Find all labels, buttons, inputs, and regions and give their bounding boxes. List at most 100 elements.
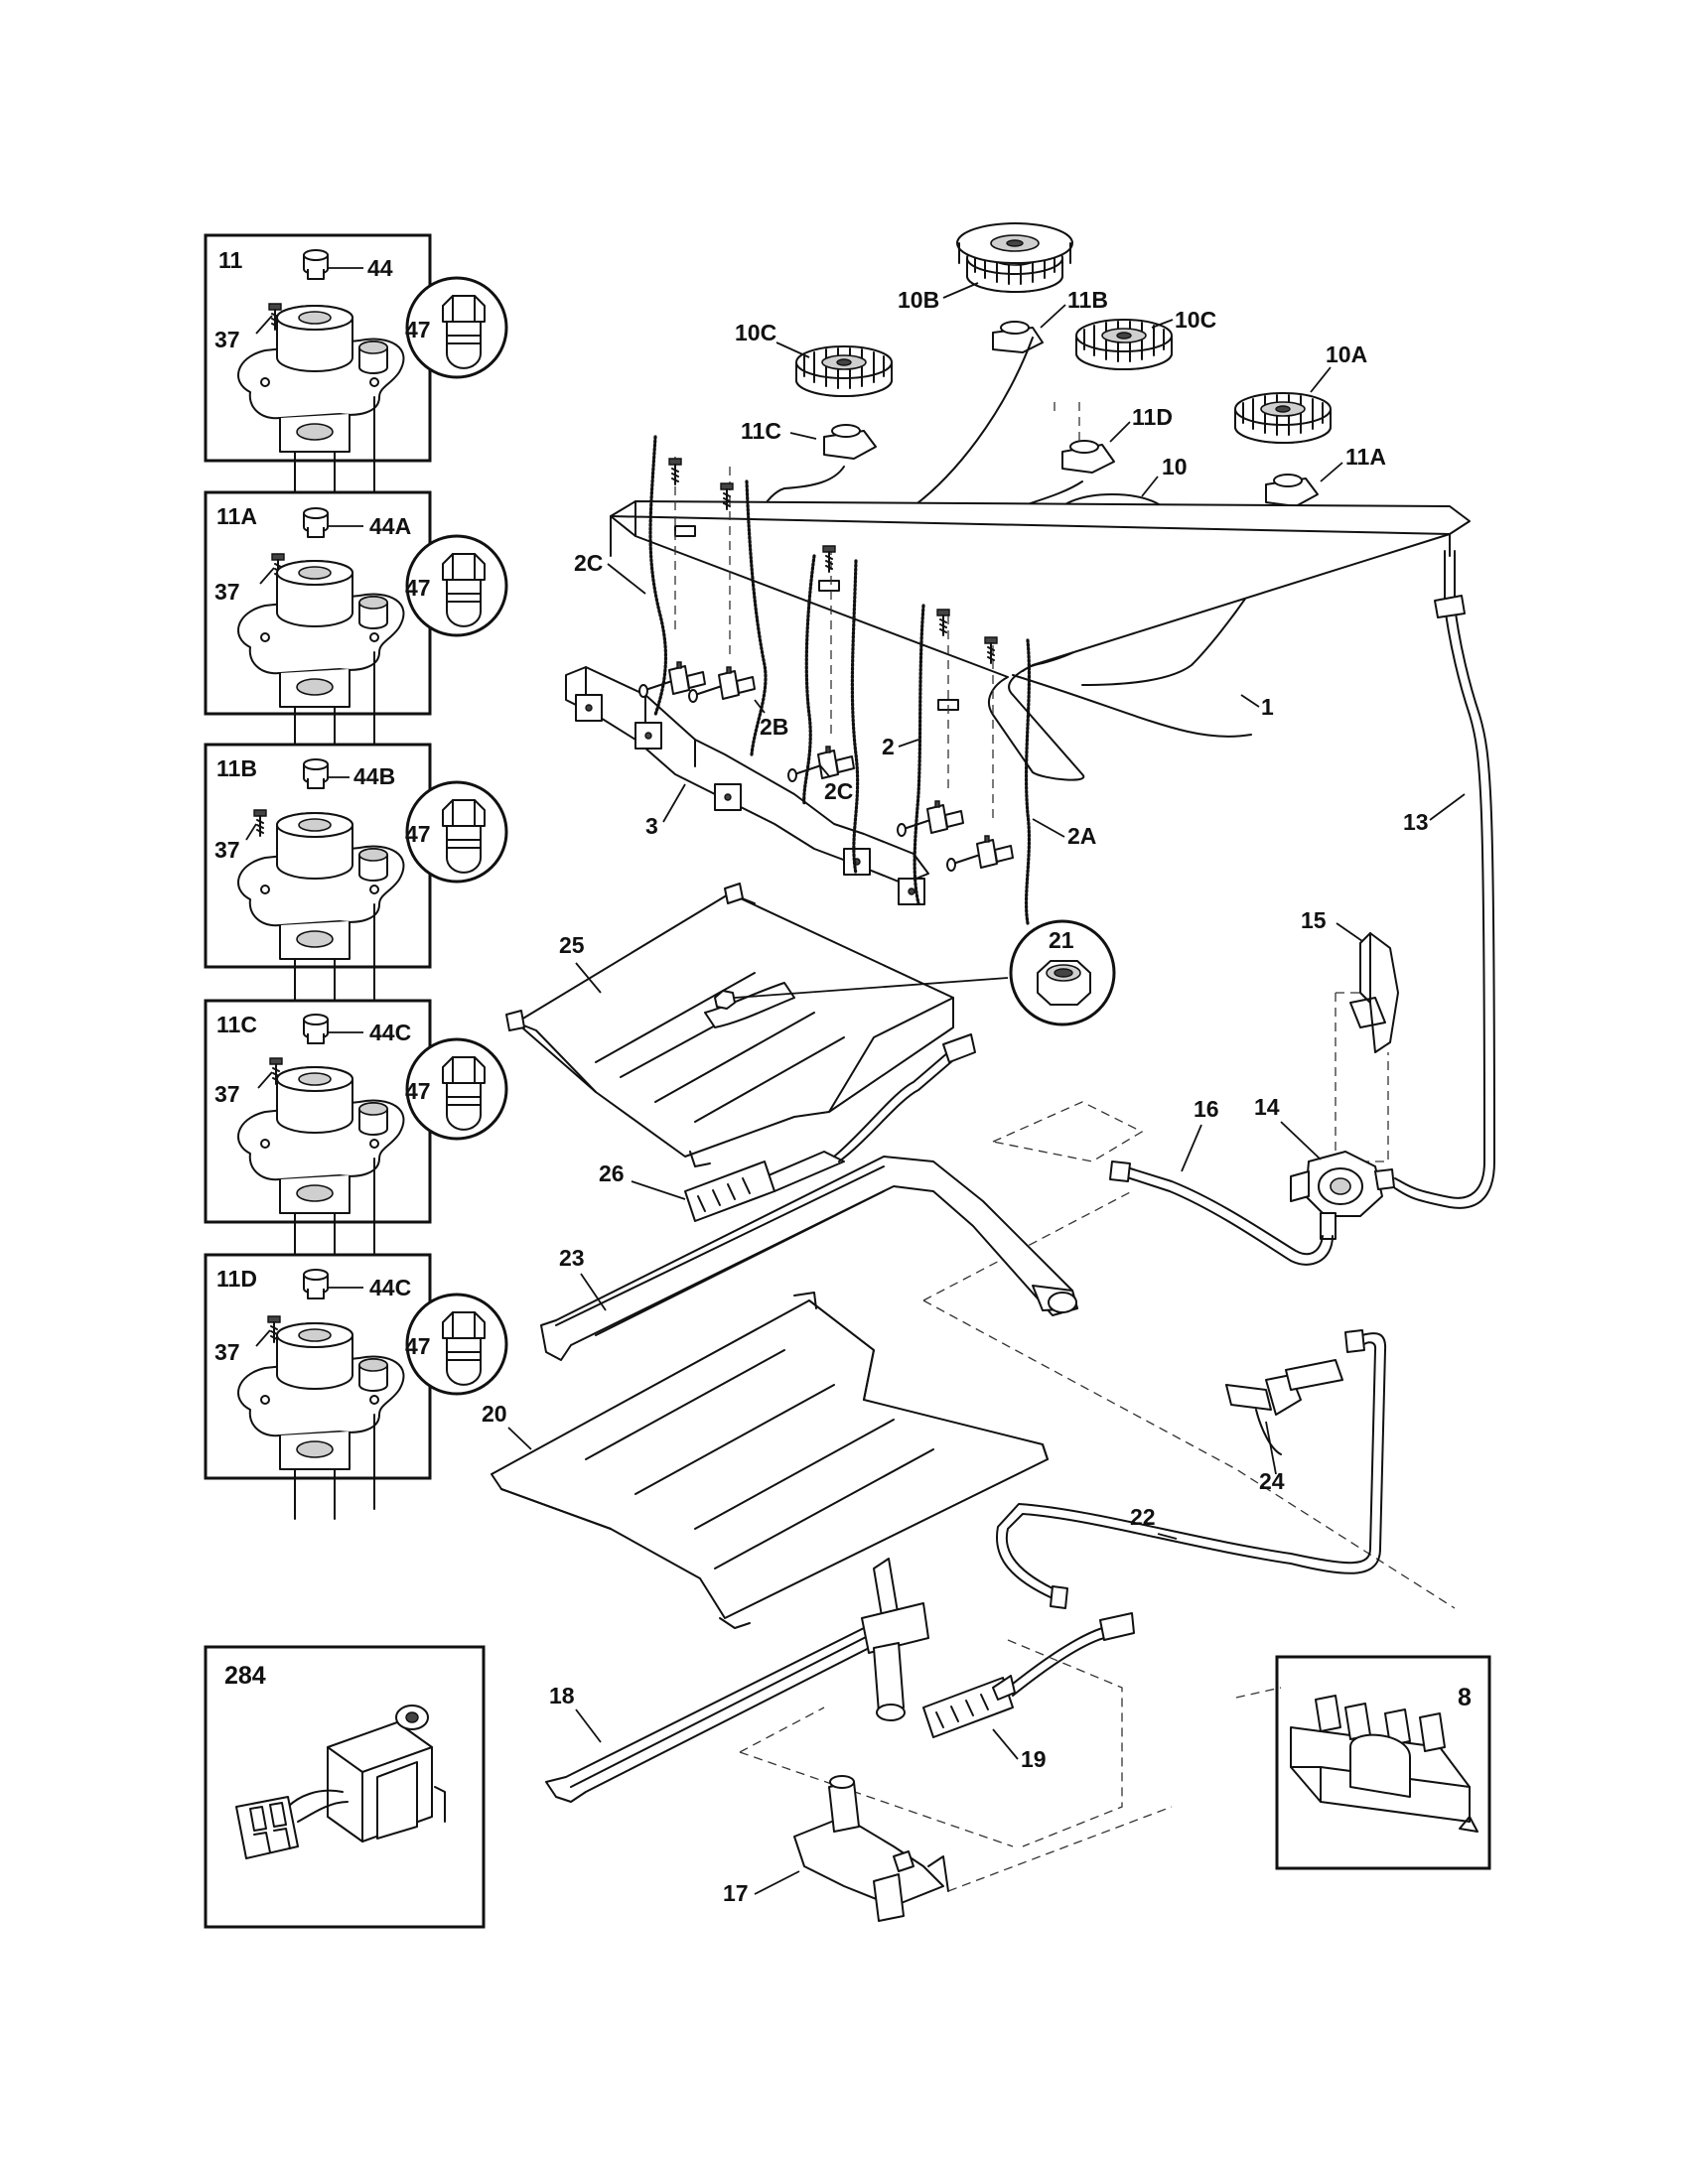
callout-22: 22 [1130, 1504, 1156, 1530]
callout-37: 37 [214, 579, 240, 605]
callout-25: 25 [559, 932, 585, 958]
callout-16: 16 [1194, 1096, 1219, 1122]
callout-2a: 2A [1067, 823, 1096, 849]
inset-11-title: 11 [218, 247, 243, 273]
callout-44: 44 [367, 255, 393, 281]
inset-11d-title: 11D [216, 1266, 257, 1292]
callout-2c-left: 2C [574, 550, 603, 576]
orifice-47-icon [442, 1056, 486, 1131]
burner-cap-44b-icon [303, 758, 329, 789]
callout-26: 26 [599, 1160, 625, 1186]
inset-11c: 11C 44C 37 47 [204, 999, 508, 1264]
callout-44a: 44A [369, 513, 411, 539]
burner-head-10c-right [1075, 319, 1173, 370]
callout-15: 15 [1301, 907, 1327, 933]
orifice-47-icon [442, 295, 486, 369]
solenoid-valve-icon [235, 1705, 446, 1859]
callout-44b: 44B [353, 763, 395, 789]
orifice-47-icon [442, 553, 486, 627]
callout-44c: 44C [369, 1020, 411, 1045]
callout-11c: 11C [741, 418, 781, 444]
callout-2b: 2B [760, 714, 788, 740]
burner-base-11a [1081, 474, 1319, 686]
callout-10: 10 [1162, 454, 1188, 479]
valve-bracket [565, 666, 929, 905]
callout-37: 37 [214, 837, 240, 863]
nut-21 [714, 990, 736, 1010]
callout-18: 18 [549, 1683, 575, 1708]
ignitor-wire-2c-left [648, 435, 668, 717]
callout-17: 17 [723, 1880, 749, 1906]
callout-44c: 44C [369, 1275, 411, 1300]
callout-13: 13 [1403, 809, 1429, 835]
callout-23: 23 [559, 1245, 585, 1271]
regulator-bracket-15 [1349, 932, 1399, 1053]
pipe-16 [1109, 1160, 1334, 1266]
callout-24: 24 [1259, 1468, 1285, 1494]
ignitor-wire-2-left [850, 559, 860, 876]
spark-module-icon [1290, 1695, 1478, 1833]
oven-ignitor-26 [684, 1033, 976, 1222]
burner-cap-44-icon [303, 249, 329, 280]
manifold-rail [610, 500, 1471, 781]
orifice-47-icon [442, 799, 486, 874]
oven-burner-23 [540, 1156, 1078, 1361]
nut-21-detail-icon [1037, 960, 1091, 1006]
heat-shield-20 [491, 1292, 1049, 1629]
inset-11d: 11D 44C 37 47 [204, 1253, 508, 1520]
screw-icon [668, 458, 682, 485]
pipe-22 [996, 1329, 1387, 1609]
broil-burner-18 [545, 1558, 929, 1803]
inset-8: 8 [1275, 1655, 1491, 1870]
ignitor-wire-2-right [913, 604, 925, 905]
callout-37: 37 [214, 1081, 240, 1107]
callout-8: 8 [1458, 1684, 1472, 1711]
ignitor-wire-2a [1024, 638, 1032, 925]
callout-284: 284 [224, 1662, 266, 1690]
elbow-fitting-24 [1225, 1359, 1343, 1455]
valve-2a-icon [946, 835, 1014, 872]
callout-11b: 11B [1067, 287, 1108, 313]
callout-2c-mid: 2C [824, 778, 853, 804]
inset-11a-title: 11A [216, 503, 257, 529]
burner-head-10c-left [795, 345, 893, 397]
callout-37: 37 [214, 327, 240, 352]
callout-3: 3 [645, 813, 658, 839]
inset-11b: 11B 44B 37 47 [204, 743, 508, 1010]
ignitor-wire-2b [745, 479, 768, 756]
burner-head-10b [956, 222, 1073, 293]
inset-11a: 11A 44A 37 47 [204, 490, 508, 757]
callout-47: 47 [405, 317, 431, 342]
callout-10c-left: 10C [735, 320, 776, 345]
burner-head-10a [1234, 392, 1332, 444]
callout-2: 2 [882, 734, 895, 759]
inset-11: 11 44 37 47 [204, 233, 508, 502]
callout-47: 47 [405, 1333, 431, 1359]
oven-safety-valve-17 [793, 1775, 949, 1922]
callout-21: 21 [1049, 927, 1074, 953]
callout-10a: 10A [1326, 341, 1367, 367]
broil-ignitor-19 [922, 1612, 1135, 1738]
callout-10b: 10B [898, 287, 939, 313]
callout-11a: 11A [1345, 444, 1386, 470]
supply-pipe-13 [1394, 550, 1495, 1209]
inset-11c-title: 11C [216, 1012, 257, 1037]
callout-47: 47 [405, 575, 431, 601]
ignitor-wire-2c-mid [802, 554, 816, 806]
callout-37: 37 [214, 1339, 240, 1365]
inset-11b-title: 11B [216, 755, 257, 781]
valve-2-icon [897, 800, 964, 837]
burner-cap-44c-icon [303, 1014, 329, 1044]
callout-20: 20 [482, 1401, 507, 1427]
callout-47: 47 [405, 1078, 431, 1104]
pressure-regulator-14 [1290, 1151, 1395, 1240]
callout-14: 14 [1254, 1094, 1280, 1120]
callout-11d: 11D [1132, 404, 1173, 430]
heat-shield-25 [505, 883, 954, 1167]
callout-19: 19 [1021, 1746, 1047, 1772]
callout-47: 47 [405, 821, 431, 847]
callout-10c-right: 10C [1175, 307, 1216, 333]
burner-cap-44c-icon [303, 1269, 329, 1299]
callout-1: 1 [1261, 694, 1274, 720]
